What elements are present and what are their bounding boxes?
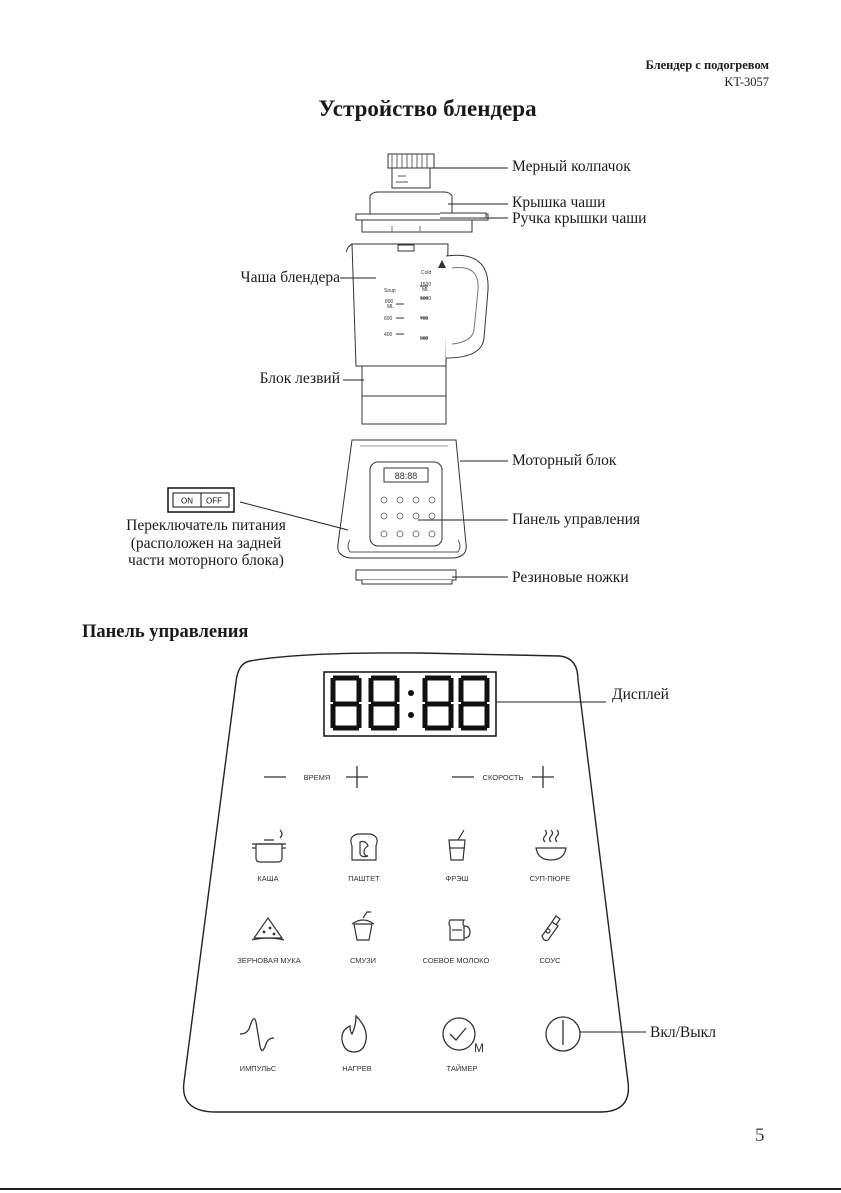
leader-lines	[239, 167, 508, 578]
flame-icon	[341, 1014, 367, 1053]
speed-plus-icon	[532, 766, 554, 788]
jar-mark-label: Soup	[384, 288, 396, 294]
page-number: 5	[755, 1125, 765, 1146]
pot-icon	[252, 829, 286, 863]
label-motor-unit: Моторный блок	[512, 452, 617, 469]
jar-mark-label: 400	[384, 332, 393, 338]
power-icon	[545, 1016, 581, 1052]
jar-lid-drawing	[355, 191, 489, 233]
program-label: СУП-ПЮРЕ	[530, 874, 571, 883]
power-switch-line: части моторного блока)	[128, 552, 284, 569]
program-label: СОЕВОЕ МОЛОКО	[423, 956, 490, 965]
jar-mark-label: 700	[420, 316, 429, 322]
jar-mark-label: 1500	[420, 282, 431, 288]
timer-m-letter: M	[474, 1041, 484, 1055]
digit-1	[330, 675, 362, 731]
program-label: ЗЕРНОВАЯ МУКА	[237, 956, 300, 965]
milk-jug-icon	[448, 919, 471, 941]
label-lid-handle: Ручка крышки чаши	[512, 210, 647, 227]
function-label: ИМПУЛЬС	[240, 1064, 277, 1073]
pulse-icon	[239, 1018, 275, 1052]
header-product-name: Блендер с подогревом	[645, 58, 769, 72]
page-bottom-rule	[0, 1188, 841, 1190]
jar-mark-label: 600	[384, 316, 393, 322]
jar-marks-text: Soup 800 ML 600 400 Cold 1500 ML 1000 70…	[384, 270, 432, 342]
motor-base-drawing: 88:88	[337, 439, 467, 585]
label-power-button: Вкл/Выкл	[650, 1024, 716, 1041]
page-title: Устройство блендера	[318, 96, 537, 121]
program-label: КАША	[257, 874, 278, 883]
display-digits	[330, 675, 490, 731]
function-label: ТАЙМЕР	[447, 1064, 478, 1073]
label-jar-lid: Крышка чаши	[512, 194, 606, 211]
time-speed-controls	[264, 766, 554, 788]
label-power-switch: Переключатель питания (расположен на зад…	[106, 517, 306, 570]
jar-mark-label: 1000	[420, 296, 431, 302]
sauce-bottle-icon	[541, 915, 561, 942]
juice-glass-icon	[448, 829, 466, 861]
flour-pile-icon	[251, 916, 285, 941]
timer-icon	[442, 1017, 476, 1051]
power-switch-line: Переключатель питания	[126, 517, 286, 534]
jar-graduation-marks	[396, 285, 428, 339]
time-label: ВРЕМЯ	[304, 773, 331, 782]
switch-off-label: OFF	[206, 497, 222, 506]
switch-on-label: ON	[181, 497, 193, 506]
blade-unit-drawing	[361, 365, 447, 425]
mini-panel-icons	[380, 496, 436, 538]
power-switch-drawing: ON OFF	[167, 487, 235, 513]
display	[323, 671, 606, 737]
header-model: KT-3057	[724, 75, 769, 89]
time-plus-icon	[346, 766, 368, 788]
program-label: СМУЗИ	[350, 956, 376, 965]
display-colon-top	[408, 690, 414, 696]
jar-mark-label: 500	[420, 336, 429, 342]
program-label: СОУС	[539, 956, 561, 965]
smoothie-cup-icon	[351, 911, 375, 941]
digit-2	[368, 675, 400, 731]
blender-diagram: Soup 800 ML 600 400 Cold 1500 ML 1000 70…	[167, 153, 508, 585]
toast-icon	[350, 833, 378, 861]
measuring-cap-drawing	[387, 153, 435, 189]
label-rubber-feet: Резиновые ножки	[512, 569, 629, 586]
program-label: ФРЭШ	[446, 874, 469, 883]
label-display: Дисплей	[612, 686, 669, 703]
label-control-panel: Панель управления	[512, 511, 641, 528]
program-label: ПАШТЕТ	[348, 874, 380, 883]
jar-mark-label: ML	[387, 304, 394, 310]
power-switch-line: (расположен на задней	[130, 534, 282, 552]
speed-label: СКОРОСТЬ	[483, 773, 524, 782]
jar-mark-label: 800	[385, 299, 394, 305]
digit-4	[458, 675, 490, 731]
function-label: НАГРЕВ	[342, 1064, 372, 1073]
soup-bowl-icon	[535, 829, 567, 861]
section-title-control-panel: Панель управления	[82, 622, 249, 642]
digit-3	[422, 675, 454, 731]
blender-jar-drawing	[345, 243, 489, 367]
label-jar: Чаша блендера	[240, 269, 340, 286]
label-blade-unit: Блок лезвий	[259, 370, 340, 387]
label-measuring-cap: Мерный колпачок	[512, 158, 631, 175]
panel-outline	[182, 652, 630, 1113]
display-colon-bottom	[408, 712, 414, 718]
mini-display-text: 88:88	[395, 471, 418, 481]
jar-mark-label: ML	[422, 287, 429, 293]
jar-mark-label: Cold	[421, 270, 432, 276]
control-panel-drawing: ВРЕМЯ СКОРОСТЬ КАША ПАШТЕТ ФРЭШ СУП-ПЮРЕ	[182, 652, 646, 1113]
